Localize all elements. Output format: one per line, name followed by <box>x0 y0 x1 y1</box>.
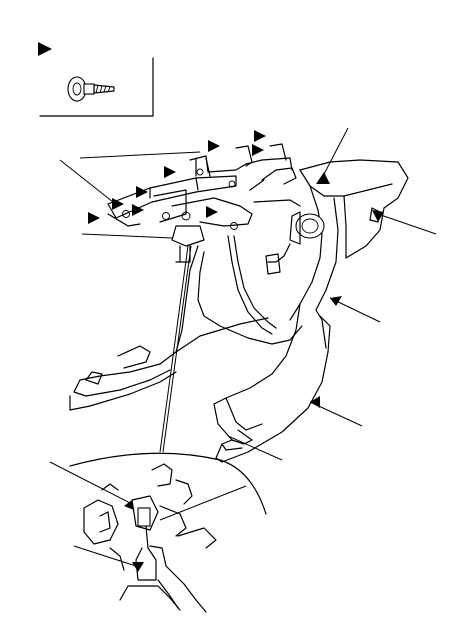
marker-triangle-icon <box>164 166 176 178</box>
marker-triangle-icon <box>310 396 320 408</box>
marker-triangle-icon <box>132 204 144 216</box>
leader-line-left-bracket <box>59 159 119 207</box>
right-side-housing <box>249 159 409 321</box>
main-trim-panel <box>69 245 331 463</box>
leader-line-left-lower <box>81 233 173 239</box>
marker-triangle-icon <box>124 500 134 510</box>
leader-line-detail-right <box>159 485 247 521</box>
marker-triangle-icon <box>372 210 384 222</box>
marker-triangle-icon <box>252 144 264 156</box>
flange-screw-icon <box>67 76 115 102</box>
leader-line-rod <box>159 245 189 453</box>
marker-triangle-icon <box>330 296 342 306</box>
marker-triangle-icon <box>136 186 148 198</box>
marker-triangle-icon <box>208 140 220 152</box>
marker-triangle-icon <box>112 198 124 210</box>
detail-view-inset <box>69 452 267 613</box>
marker-triangle-icon <box>254 130 266 142</box>
round-lamp-socket <box>295 213 325 239</box>
marker-triangle-icon <box>206 206 218 218</box>
detail-clip-connector <box>137 507 151 527</box>
legend-box-border <box>39 57 154 117</box>
marker-triangle-icon <box>132 562 144 572</box>
fastener-legend-inset <box>38 42 154 117</box>
leader-line-right-upper <box>377 213 437 235</box>
leader-line-top-left <box>79 151 201 159</box>
leader-line-detail-lower <box>73 545 137 567</box>
legend-marker-triangle-icon <box>38 42 52 56</box>
marker-triangle-icon <box>88 212 100 224</box>
leader-line-detail-upper <box>49 461 133 505</box>
marker-triangle-icon <box>316 172 330 184</box>
upper-mounting-bracket <box>107 143 301 263</box>
wiring-harness <box>227 235 291 335</box>
leader-line-top-right <box>321 127 349 179</box>
fastener-markers <box>88 130 384 572</box>
leader-lines <box>49 127 437 567</box>
